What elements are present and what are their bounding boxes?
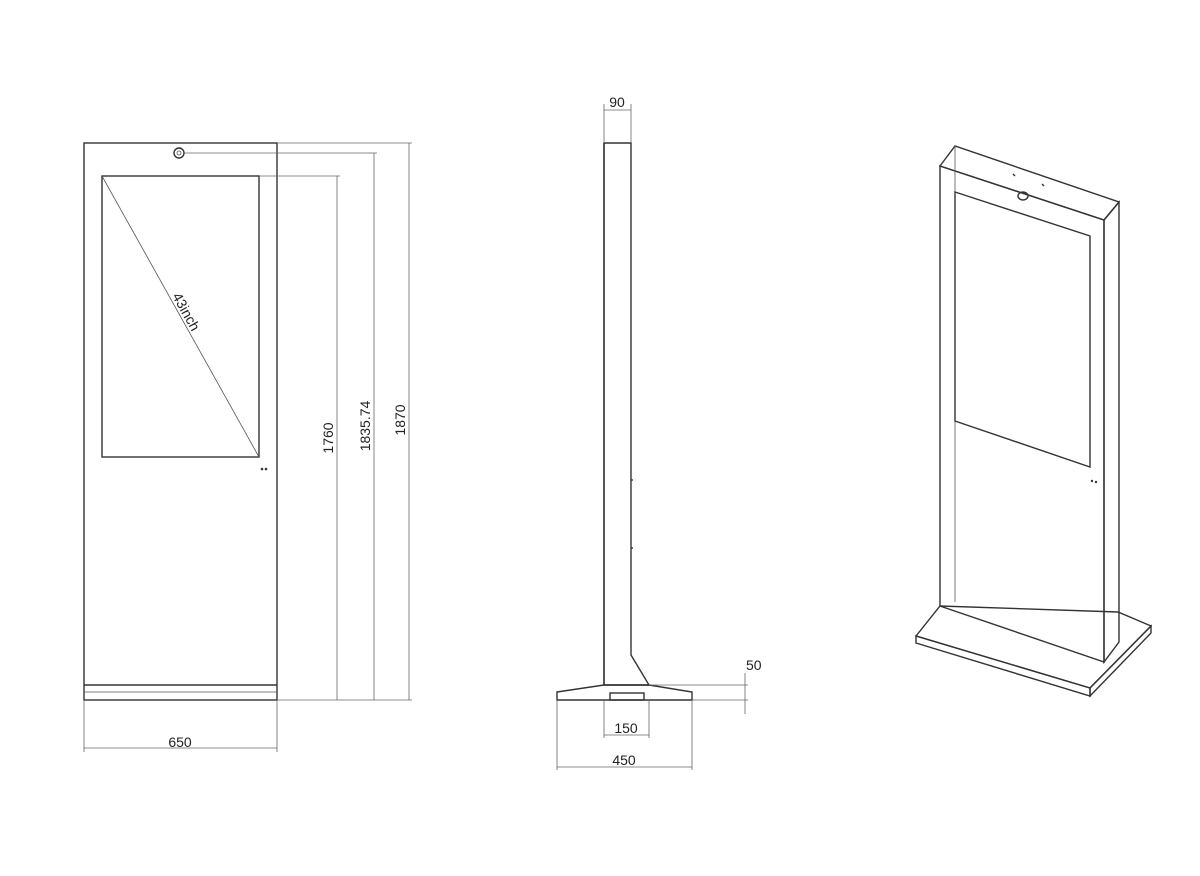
total-height-label: 1870 xyxy=(392,404,408,435)
iso-screen-outline xyxy=(954,191,1091,468)
iso-sensor-dot-left xyxy=(1090,479,1094,483)
front-camera-icon xyxy=(173,147,185,159)
iso-column-side xyxy=(1103,200,1120,665)
iso-base-side xyxy=(1089,624,1152,698)
iso-column-top xyxy=(938,145,1121,221)
camera-height-label: 1835.74 xyxy=(357,400,373,451)
screen-diagonal-label: 43inch xyxy=(169,290,203,334)
isometric-view xyxy=(914,145,1153,698)
front-sensor-dot-right xyxy=(264,467,268,471)
iso-camera-icon xyxy=(1017,191,1029,201)
iso-top-mark-right xyxy=(1041,183,1045,187)
iso-sensor-dot-right xyxy=(1094,480,1098,484)
base-thickness-label: 50 xyxy=(746,657,762,673)
side-view: 90 50 150 450 xyxy=(556,94,762,770)
screen-height-label: 1760 xyxy=(320,422,336,453)
iso-base-front xyxy=(915,635,1091,697)
foot-slot-label: 150 xyxy=(614,720,638,736)
side-column-outline xyxy=(603,142,651,686)
iso-top-mark-left xyxy=(1012,173,1016,177)
iso-column-front xyxy=(939,165,1105,663)
screen-diagonal-line xyxy=(101,175,260,458)
front-camera-lens-icon xyxy=(176,150,182,156)
depth-label: 90 xyxy=(609,94,625,110)
front-sensor-dot-left xyxy=(260,467,264,471)
front-view: 43inch 1760 1835.74 1870 650 xyxy=(83,142,412,752)
front-screen-outline xyxy=(101,175,260,458)
side-foot-slot xyxy=(609,692,645,701)
base-depth-label: 450 xyxy=(612,752,636,768)
width-label: 650 xyxy=(168,734,192,750)
front-body-outline xyxy=(83,142,278,701)
